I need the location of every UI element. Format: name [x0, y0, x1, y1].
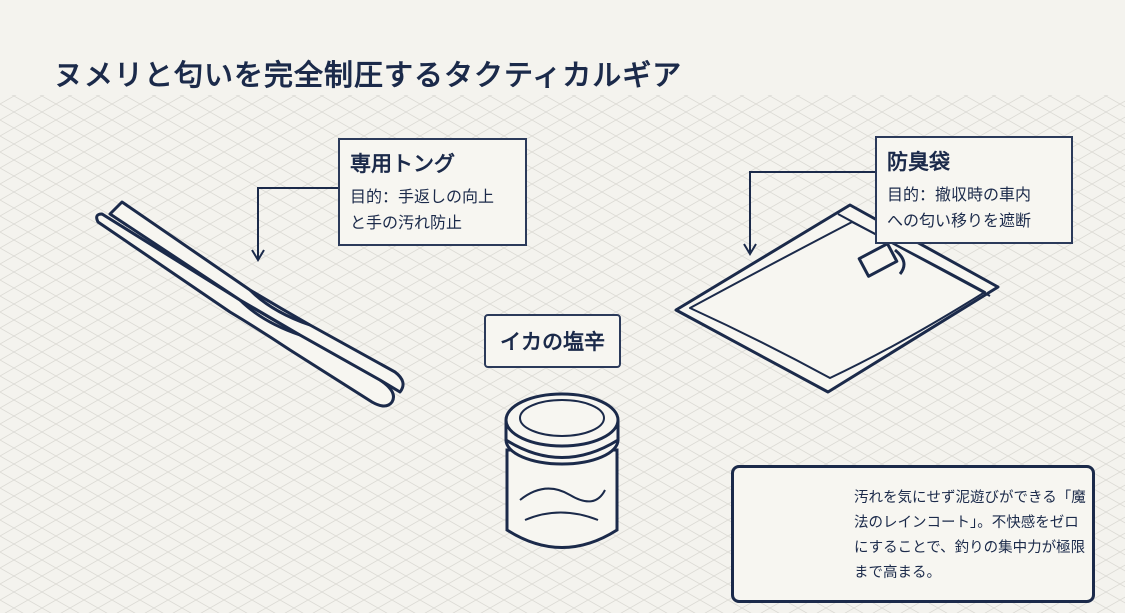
jar-callout: イカの塩辛	[484, 314, 621, 368]
salted-squid-jar-illustration	[504, 392, 620, 549]
tongs-name: 専用トング	[350, 152, 455, 176]
bag-purpose-line1: 目的：撤収時の車内	[887, 185, 1032, 204]
page-title: ヌメリと匂いを完全制圧するタクティカルギア	[54, 58, 683, 92]
info-text: 汚れを気にせず泥遊びができる「魔法のレインコート」。不快感をゼロにすることで、釣…	[854, 490, 1086, 581]
bag-label: 防臭袋 目的：撤収時の車内 への匂い移りを遮断	[875, 136, 1073, 244]
raincoat-info-box: 汚れを気にせず泥遊びができる「魔法のレインコート」。不快感をゼロにすることで、釣…	[731, 465, 1095, 603]
leader-lines	[251, 171, 875, 262]
bag-purpose-line2: への匂い移りを遮断	[887, 211, 1032, 230]
tongs-label: 専用トング 目的：手返しの向上 と手の汚れ防止	[338, 138, 527, 246]
tongs-purpose-line1: 目的：手返しの向上	[350, 187, 495, 206]
odor-bag-illustration	[674, 203, 1000, 394]
tongs-illustration	[95, 200, 405, 408]
tongs-purpose-line2: と手の汚れ防止	[350, 213, 463, 232]
bag-name: 防臭袋	[887, 150, 950, 174]
